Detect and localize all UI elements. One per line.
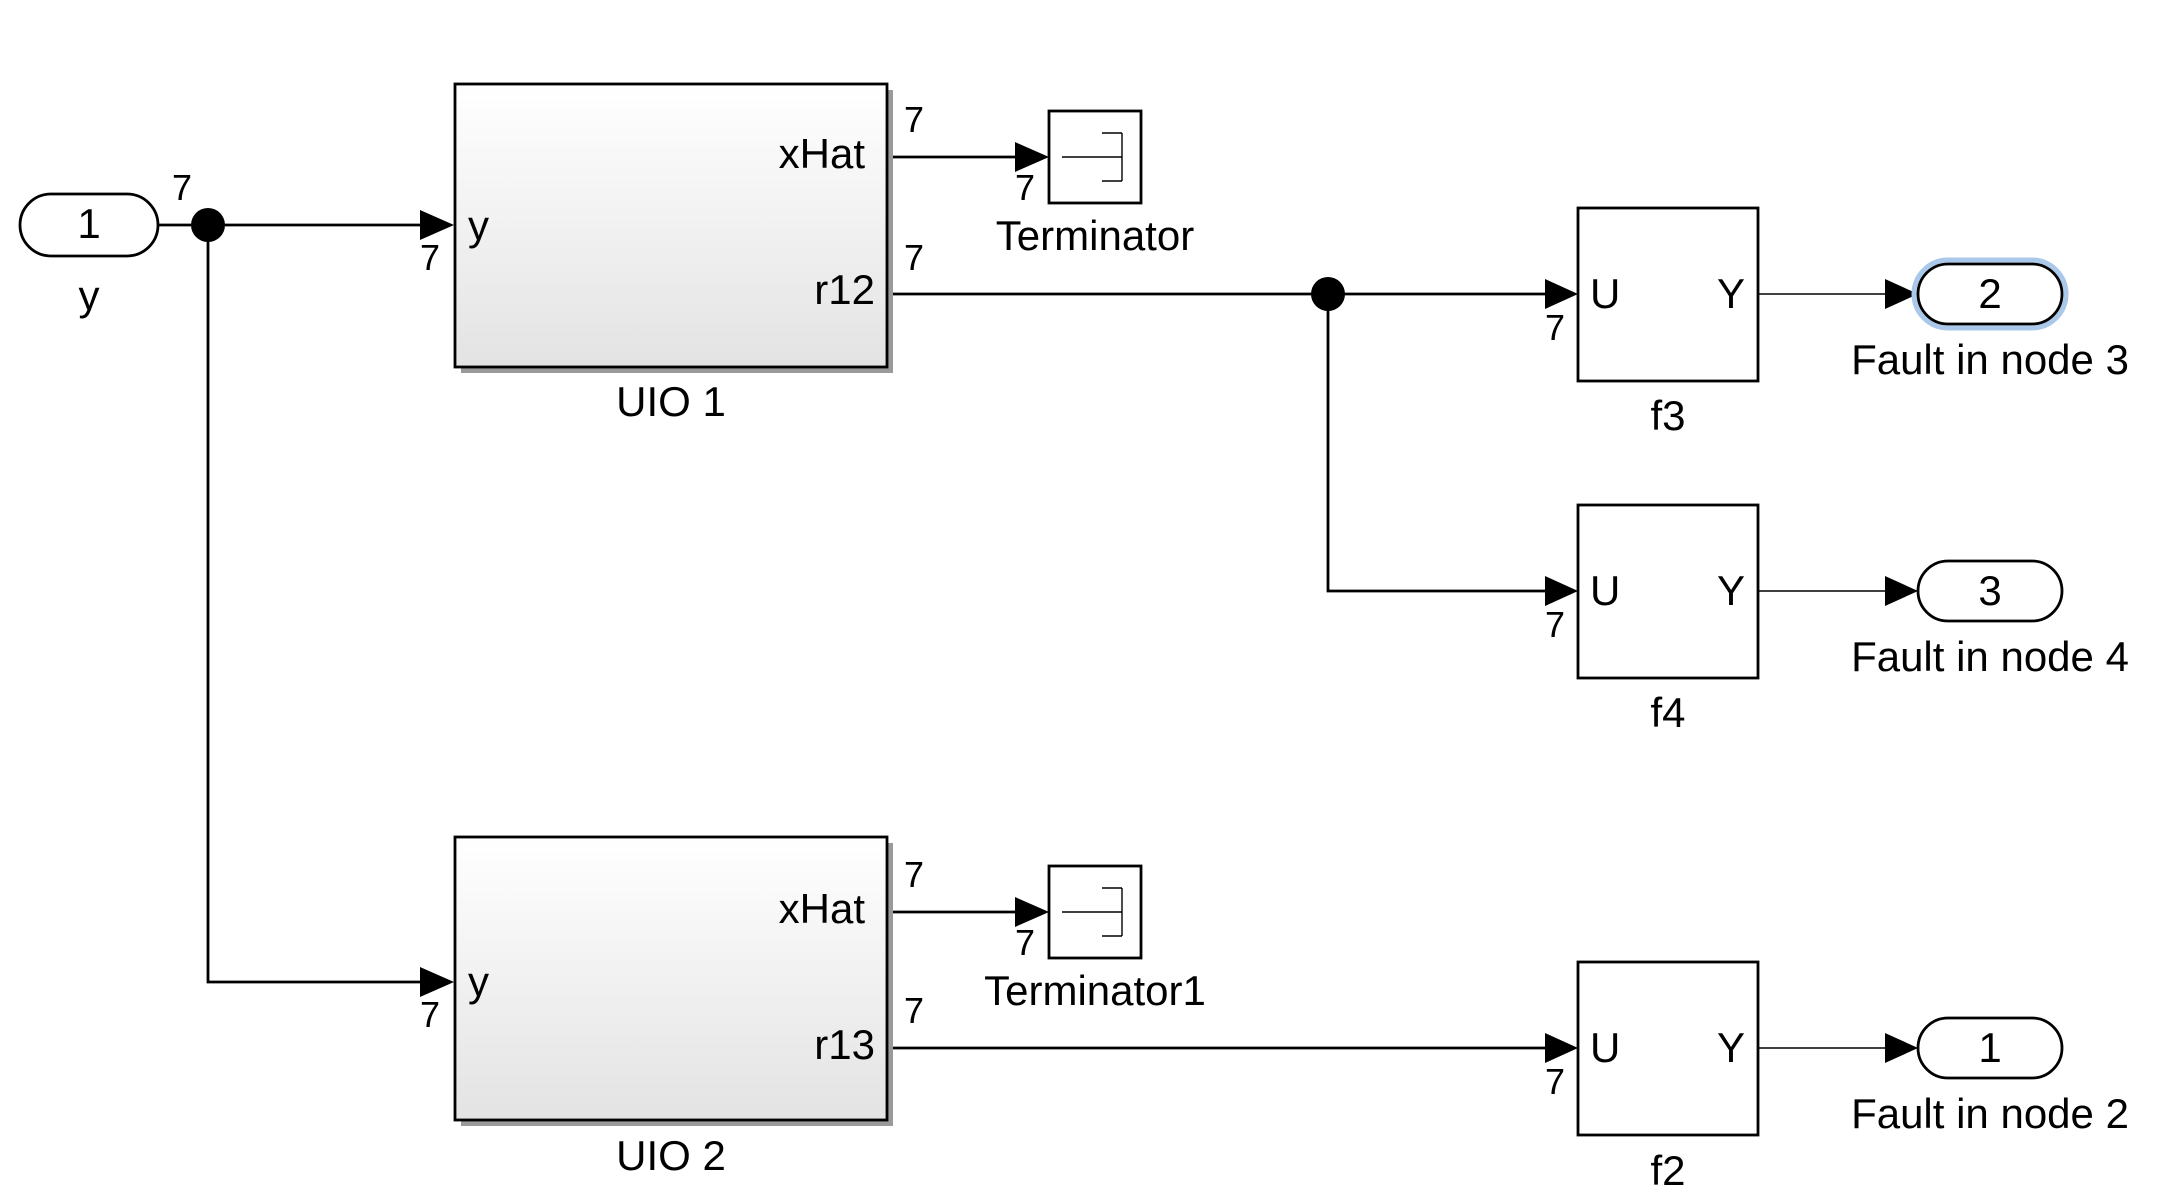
uio2-input-port-label: y (468, 958, 489, 1005)
uio2-name: UIO 2 (616, 1132, 726, 1179)
arrow-f2-in (1545, 1033, 1578, 1063)
f2-name: f2 (1650, 1147, 1685, 1194)
arrowheads (420, 142, 1918, 1063)
outport-2-block[interactable]: 2 Fault in node 3 (1851, 257, 2129, 383)
f3-body[interactable] (1576, 206, 1760, 383)
inport-y-block[interactable]: 1 y 7 (18, 167, 192, 319)
f2-input-width: 7 (1545, 1061, 1565, 1102)
outport-2-shape[interactable] (1916, 262, 2064, 326)
f2-block[interactable]: U Y f2 7 (1545, 960, 1760, 1194)
uio2-subsystem[interactable]: y xHat r13 UIO 2 7 7 7 (420, 835, 924, 1179)
f4-block[interactable]: U Y f4 7 (1545, 503, 1760, 736)
terminator1-block[interactable]: Terminator1 7 (984, 864, 1206, 1014)
terminator-signal-width: 7 (1015, 167, 1035, 208)
f4-input-width: 7 (1545, 604, 1565, 645)
arrow-outport3-in (1885, 576, 1918, 606)
arrow-uio2-in (420, 967, 454, 997)
f4-name: f4 (1650, 689, 1685, 736)
arrow-f3-in (1545, 279, 1578, 309)
f4-input-port-label: U (1590, 567, 1620, 614)
outport-1-label: Fault in node 2 (1851, 1090, 2129, 1137)
terminator-label: Terminator (996, 212, 1194, 259)
uio1-subsystem[interactable]: y xHat r12 UIO 1 7 7 7 (420, 82, 924, 425)
outport-1-shape[interactable] (1916, 1016, 2064, 1080)
uio2-output1-port-label: xHat (779, 885, 866, 932)
arrow-f4-in (1545, 576, 1578, 606)
inport-signal-width: 7 (172, 167, 192, 208)
f3-input-width: 7 (1545, 307, 1565, 348)
uio1-output2-port-label: r12 (814, 266, 875, 313)
uio1-output2-width: 7 (904, 237, 924, 278)
branch-point-r12[interactable] (1311, 277, 1345, 311)
signal-lines (158, 155, 1890, 1050)
uio2-input-width: 7 (420, 994, 440, 1035)
uio1-name: UIO 1 (616, 378, 726, 425)
f3-block[interactable]: U Y f3 7 (1545, 206, 1760, 439)
outport-1-block[interactable]: 1 Fault in node 2 (1851, 1016, 2129, 1137)
inport-shape[interactable] (18, 192, 160, 258)
outport-2-selection-glow (1911, 257, 2069, 331)
uio2-output2-width: 7 (904, 990, 924, 1031)
outport-3-number: 3 (1978, 567, 2001, 614)
inport-number: 1 (77, 200, 100, 247)
wire-branch-to-f4[interactable] (1326, 294, 1545, 593)
f3-input-port-label: U (1590, 270, 1620, 317)
f3-output-port-label: Y (1717, 270, 1745, 317)
terminator1-label: Terminator1 (984, 967, 1206, 1014)
arrow-outport1-in (1885, 1033, 1918, 1063)
arrow-uio1-in (420, 210, 454, 240)
uio1-input-port-label: y (468, 202, 489, 249)
terminator1-signal-width: 7 (1015, 922, 1035, 963)
uio2-output1-width: 7 (904, 854, 924, 895)
uio2-output2-port-label: r13 (814, 1021, 875, 1068)
outport-1-number: 1 (1978, 1024, 2001, 1071)
f4-body[interactable] (1576, 503, 1760, 680)
outport-2-number: 2 (1978, 270, 2001, 317)
terminator-icon (1062, 132, 1123, 182)
f2-input-port-label: U (1590, 1024, 1620, 1071)
f4-output-port-label: Y (1717, 567, 1745, 614)
arrow-terminator-in (1015, 142, 1049, 172)
uio1-output1-port-label: xHat (779, 130, 866, 177)
uio1-output1-width: 7 (904, 99, 924, 140)
uio1-input-width: 7 (420, 237, 440, 278)
outport-3-label: Fault in node 4 (1851, 633, 2129, 680)
wire-branch-to-uio2[interactable] (206, 225, 420, 984)
outport-2-label: Fault in node 3 (1851, 336, 2129, 383)
inport-label: y (79, 272, 100, 319)
uio2-body[interactable] (453, 835, 889, 1122)
terminator-block[interactable]: Terminator 7 (996, 109, 1194, 259)
uio1-body[interactable] (453, 82, 889, 369)
branch-point-y[interactable] (191, 208, 225, 242)
arrow-terminator1-in (1015, 897, 1049, 927)
f3-name: f3 (1650, 392, 1685, 439)
terminator1-icon (1062, 887, 1123, 937)
outport-3-shape[interactable] (1916, 559, 2064, 623)
outport-3-block[interactable]: 3 Fault in node 4 (1851, 559, 2129, 680)
f2-body[interactable] (1576, 960, 1760, 1137)
arrow-outport2-in (1885, 279, 1918, 309)
f2-output-port-label: Y (1717, 1024, 1745, 1071)
